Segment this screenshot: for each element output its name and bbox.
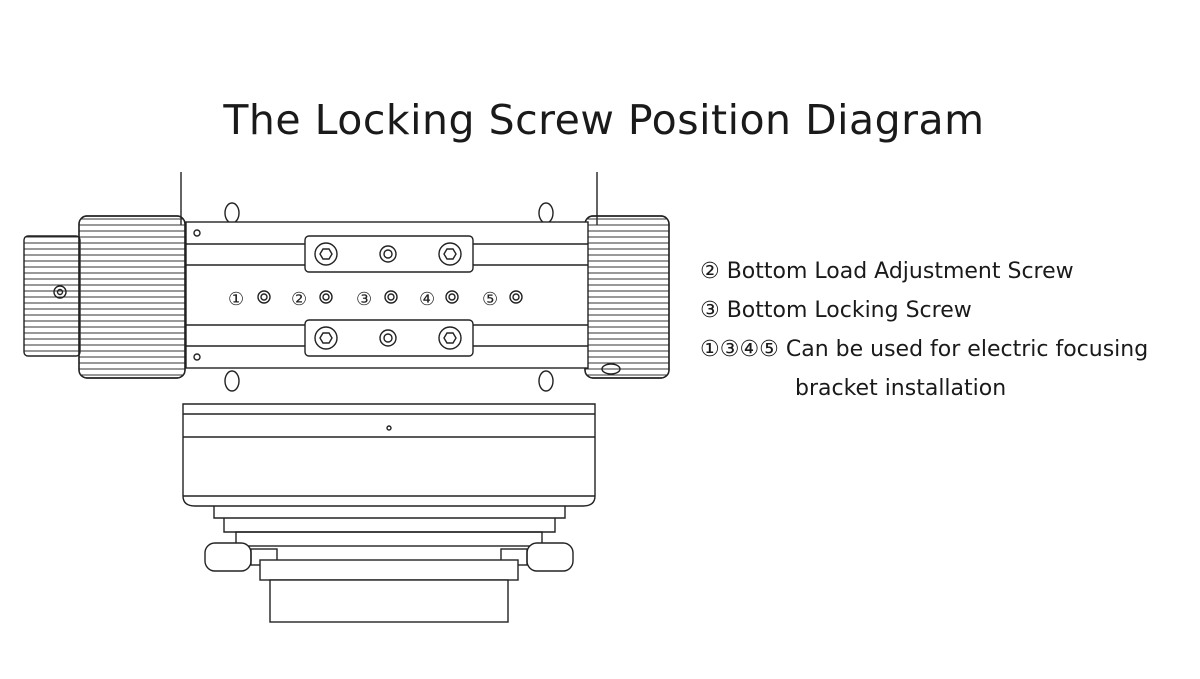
diagram-title: The Locking Screw Position Diagram (223, 96, 985, 144)
left-large-knob (78, 215, 186, 379)
hole-label-3: ③ (356, 289, 372, 310)
legend-line-locking-screw: ③ Bottom Locking Screw (700, 298, 972, 323)
legend-line-bracket: bracket installation (795, 376, 1007, 401)
legend-line-electric-focusing: ①③④⑤ Can be used for electric focusing (700, 337, 1149, 362)
legend: ② Bottom Load Adjustment Screw ③ Bottom … (700, 252, 1148, 408)
hole-label-1: ① (228, 289, 244, 310)
hole-label-5: ⑤ (482, 289, 498, 310)
hole-labels: ① ② ③ ④ ⑤ (228, 289, 498, 310)
lower-body (182, 403, 596, 547)
top-mounting-plate (304, 235, 474, 273)
hole-label-2: ② (291, 289, 307, 310)
bottom-clamp (204, 542, 574, 623)
left-small-knob (23, 235, 81, 357)
legend-line-adjustment-screw: ② Bottom Load Adjustment Screw (700, 259, 1074, 284)
right-large-knob (584, 215, 670, 379)
hole-label-4: ④ (419, 289, 435, 310)
bottom-mounting-plate (304, 319, 474, 357)
